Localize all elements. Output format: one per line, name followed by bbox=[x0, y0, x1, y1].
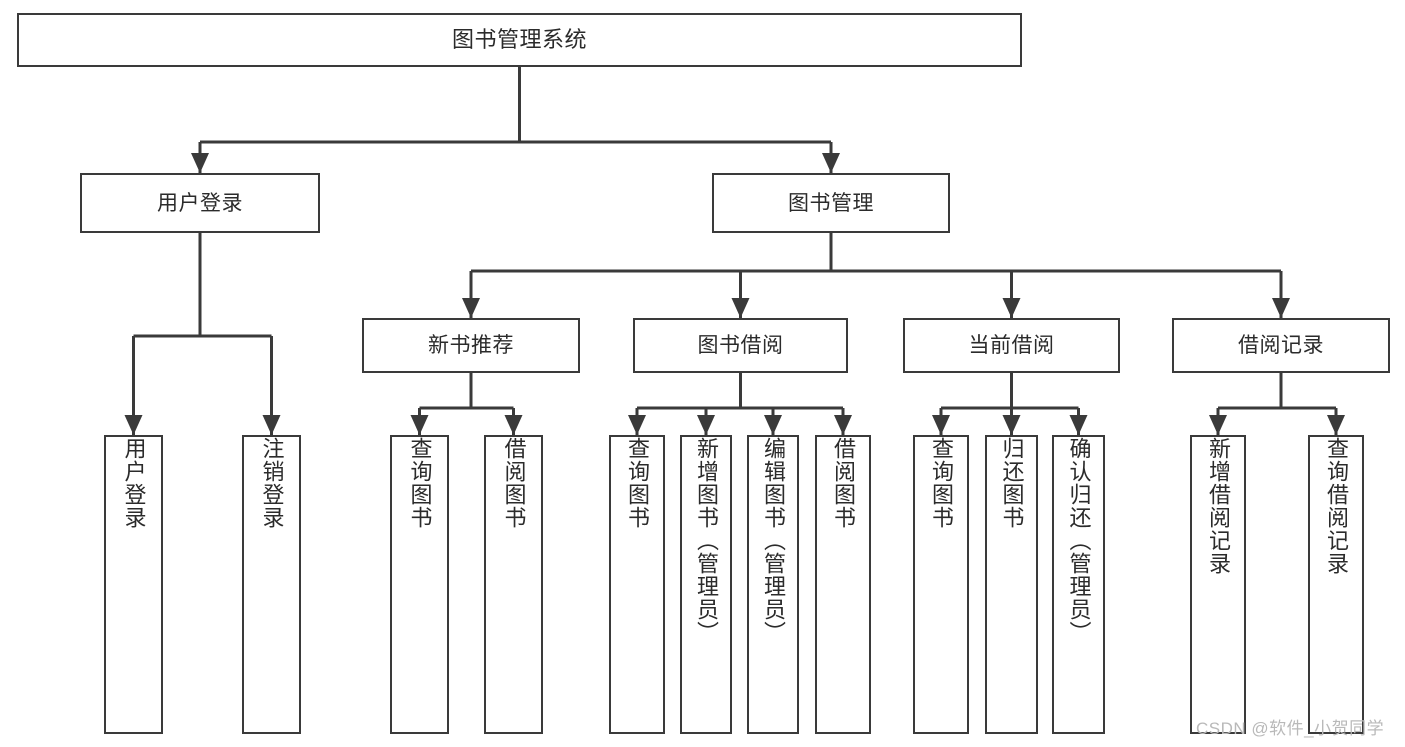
node-leaf-return-book[interactable]: 归还图书 bbox=[985, 435, 1038, 734]
node-label: 借阅图书 bbox=[501, 437, 527, 529]
node-label: 借阅记录 bbox=[1238, 334, 1324, 357]
node-label: 归还图书 bbox=[999, 437, 1025, 529]
arrow-head-icon-leaf-user-login bbox=[124, 415, 143, 435]
node-label: 新增借阅记录 bbox=[1205, 437, 1231, 575]
node-leaf-user-login[interactable]: 用户登录 bbox=[104, 435, 163, 734]
node-label: 查询借阅记录 bbox=[1323, 437, 1349, 575]
node-leaf-borrow-book-1[interactable]: 借阅图书 bbox=[484, 435, 543, 734]
node-label: 图书管理 bbox=[788, 191, 874, 215]
arrow-head-icon-leaf-query-book-3 bbox=[932, 415, 950, 435]
arrow-head-icon-book-manage bbox=[822, 153, 840, 173]
arrow-head-icon-leaf-borrow-book-1 bbox=[504, 415, 523, 435]
node-user-login[interactable]: 用户登录 bbox=[80, 173, 320, 233]
node-label: 新书推荐 bbox=[428, 334, 514, 357]
node-book-manage[interactable]: 图书管理 bbox=[712, 173, 950, 233]
arrow-head-icon-leaf-query-book-2 bbox=[628, 415, 646, 435]
node-label: 用户登录 bbox=[157, 191, 243, 215]
node-leaf-query-record[interactable]: 查询借阅记录 bbox=[1308, 435, 1364, 734]
arrow-head-icon-leaf-add-book bbox=[697, 415, 715, 435]
node-leaf-query-book-1[interactable]: 查询图书 bbox=[390, 435, 449, 734]
arrow-head-icon-new-book-rec bbox=[462, 298, 480, 318]
node-leaf-edit-book[interactable]: 编辑图书（管理员） bbox=[747, 435, 799, 734]
arrow-head-icon-borrow-record bbox=[1272, 298, 1290, 318]
arrow-head-icon-leaf-return-book bbox=[1002, 415, 1021, 435]
arrow-head-icon-leaf-edit-book bbox=[764, 415, 782, 435]
node-leaf-add-book[interactable]: 新增图书（管理员） bbox=[680, 435, 732, 734]
arrow-head-icon-book-borrow bbox=[731, 298, 750, 318]
arrow-head-icon-leaf-query-book-1 bbox=[410, 415, 429, 435]
node-leaf-user-logout[interactable]: 注销登录 bbox=[242, 435, 301, 734]
node-label: 借阅图书 bbox=[830, 437, 856, 529]
arrow-head-icon-leaf-user-logout bbox=[262, 415, 281, 435]
node-label: 新增图书（管理员） bbox=[693, 437, 719, 644]
arrow-head-icon-leaf-confirm-return bbox=[1069, 415, 1088, 435]
node-leaf-query-book-3[interactable]: 查询图书 bbox=[913, 435, 969, 734]
node-leaf-query-book-2[interactable]: 查询图书 bbox=[609, 435, 665, 734]
node-current-borrow[interactable]: 当前借阅 bbox=[903, 318, 1120, 373]
node-label: 图书管理系统 bbox=[451, 27, 587, 52]
node-label: 查询图书 bbox=[624, 437, 650, 529]
arrow-head-icon-current-borrow bbox=[1002, 298, 1021, 318]
node-leaf-confirm-return[interactable]: 确认归还（管理员） bbox=[1052, 435, 1105, 734]
node-label: 查询图书 bbox=[407, 437, 433, 529]
node-label: 当前借阅 bbox=[968, 334, 1055, 357]
node-root[interactable]: 图书管理系统 bbox=[17, 13, 1022, 67]
node-borrow-record[interactable]: 借阅记录 bbox=[1172, 318, 1390, 373]
node-leaf-borrow-book-2[interactable]: 借阅图书 bbox=[815, 435, 871, 734]
watermark-text: CSDN @软件_小贺同学 bbox=[1196, 719, 1385, 738]
arrow-head-icon-user-login bbox=[191, 153, 209, 173]
node-book-borrow[interactable]: 图书借阅 bbox=[633, 318, 848, 373]
node-label: 编辑图书（管理员） bbox=[760, 437, 786, 644]
node-label: 查询图书 bbox=[928, 437, 954, 529]
node-leaf-add-record[interactable]: 新增借阅记录 bbox=[1190, 435, 1246, 734]
node-label: 注销登录 bbox=[259, 437, 285, 529]
arrow-head-icon-leaf-borrow-book-2 bbox=[834, 415, 852, 435]
node-label: 确认归还（管理员） bbox=[1066, 437, 1092, 644]
node-label: 图书借阅 bbox=[697, 334, 784, 357]
node-label: 用户登录 bbox=[121, 437, 147, 529]
node-new-book-rec[interactable]: 新书推荐 bbox=[362, 318, 580, 373]
arrow-head-icon-leaf-query-record bbox=[1327, 415, 1345, 435]
arrow-head-icon-leaf-add-record bbox=[1209, 415, 1227, 435]
